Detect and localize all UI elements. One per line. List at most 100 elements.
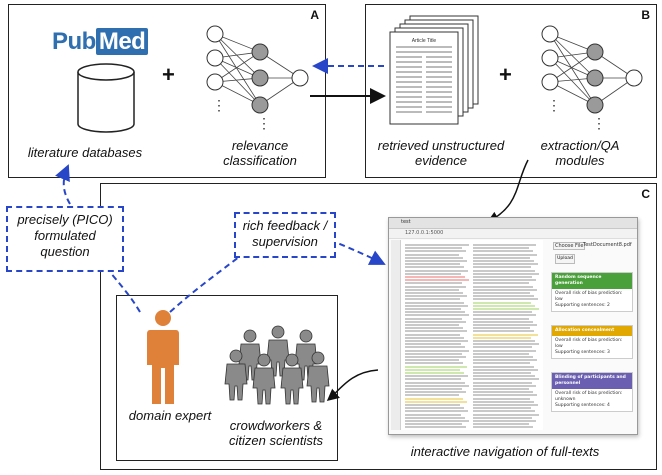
document-text-line (405, 330, 467, 333)
document-text-line (473, 416, 532, 419)
document-text-line (405, 372, 464, 374)
crowd-icon (224, 325, 330, 405)
bias-card-title: Blinding of participants and personnel (552, 373, 632, 389)
document-text-line (405, 314, 469, 317)
svg-text:⋮: ⋮ (547, 97, 561, 113)
document-text-line (405, 244, 469, 246)
document-text-line (405, 340, 468, 342)
document-text-line (473, 301, 531, 304)
choose-file-button[interactable]: Choose File (553, 242, 586, 250)
svg-text:⋮: ⋮ (212, 97, 226, 113)
document-text-line (473, 346, 532, 349)
svg-text:⋮: ⋮ (257, 115, 271, 131)
document-text-line (405, 423, 462, 426)
document-text-line (405, 391, 466, 394)
document-thumbnail-strip[interactable] (391, 240, 401, 430)
callout-rich-feedback: rich feedback / supervision (234, 212, 336, 258)
document-text-line (473, 276, 532, 278)
bias-card-support: Supporting sentences: 4 (555, 403, 610, 408)
document-text-line (405, 298, 460, 301)
arrow-browser-to-people (326, 369, 379, 401)
document-text-line (473, 320, 533, 323)
document-text-line (405, 282, 462, 285)
document-text-line (405, 394, 459, 397)
document-text-line (473, 253, 537, 256)
file-name: TestDocument8.pdf (583, 242, 632, 248)
bias-card-risk: Overall risk of bias prediction: low (555, 338, 623, 349)
bias-card-1[interactable]: Random sequence generation Overall risk … (551, 272, 633, 312)
document-text-line (405, 368, 460, 371)
document-text-line (473, 324, 537, 326)
panel-letter-a: A (310, 8, 319, 22)
document-text-line (473, 343, 539, 346)
document-text-line (473, 308, 539, 310)
document-text-line (405, 352, 462, 355)
document-text-line (473, 410, 535, 413)
arrow-feedback-to-browser (329, 239, 386, 265)
document-text-line (473, 260, 534, 262)
document-text-line (473, 375, 535, 378)
document-text-line (473, 288, 537, 291)
browser-url-bar[interactable]: 127.0.0.1:5000 (389, 229, 637, 239)
bias-card-title: Allocation concealment (552, 326, 632, 336)
document-text-line (405, 269, 468, 272)
plus-sign-b: + (499, 62, 512, 87)
document-text-line (473, 407, 531, 410)
document-text-line (473, 330, 534, 333)
document-text-line (405, 356, 466, 358)
document-text-line (473, 394, 537, 397)
caption-extraction-qa: extraction/QA modules (540, 138, 620, 168)
document-text-line (473, 365, 534, 368)
plus-sign-a: + (162, 62, 175, 87)
document-text-line (405, 378, 461, 381)
document-text-line (473, 397, 530, 400)
document-text-line (473, 282, 529, 285)
document-text-line (405, 362, 463, 365)
pdf-document-view[interactable] (391, 240, 543, 430)
document-text-line (405, 272, 461, 275)
document-text-line (473, 352, 529, 355)
document-text-line (405, 279, 469, 282)
document-text-line (405, 301, 464, 304)
document-text-line (405, 359, 459, 362)
bias-card-3[interactable]: Blinding of participants and personnel O… (551, 372, 633, 412)
document-text-line (473, 269, 535, 272)
document-text-line (473, 413, 539, 416)
database-icon (77, 63, 135, 133)
browser-tab[interactable]: test (401, 219, 411, 225)
document-text-line (405, 304, 468, 307)
document-text-line (473, 327, 530, 330)
document-text-line (405, 260, 467, 262)
document-text-line (405, 317, 462, 320)
document-text-line (473, 244, 536, 246)
document-text-line (473, 368, 538, 371)
document-text-line (473, 400, 534, 403)
document-text-line (405, 349, 469, 352)
arrow-expert-to-pico (109, 271, 141, 313)
document-text-line (473, 295, 534, 298)
document-text-line (473, 317, 529, 320)
document-text-line (405, 381, 465, 384)
arrow-expert-to-feedback (169, 255, 241, 313)
document-text-line (405, 250, 466, 253)
document-text-line (473, 340, 535, 342)
arrow-pico-to-a (55, 164, 71, 205)
document-text-line (405, 295, 467, 298)
document-text-line (473, 304, 535, 307)
bias-card-2[interactable]: Allocation concealment Overall risk of b… (551, 325, 633, 359)
svg-text:⋮: ⋮ (592, 115, 606, 131)
document-text-line (405, 311, 465, 314)
document-text-line (405, 292, 463, 294)
document-text-line (405, 407, 464, 410)
document-text-line (405, 365, 467, 368)
caption-relevance-classification: relevance classification (223, 138, 297, 168)
document-text-line (405, 397, 463, 400)
document-text-line (473, 362, 530, 365)
document-text-line (473, 384, 536, 387)
document-text-line (405, 247, 462, 250)
document-text-line (405, 416, 465, 419)
document-text-line (405, 410, 468, 413)
upload-button[interactable]: Upload (555, 254, 575, 264)
document-text-line (473, 423, 529, 426)
